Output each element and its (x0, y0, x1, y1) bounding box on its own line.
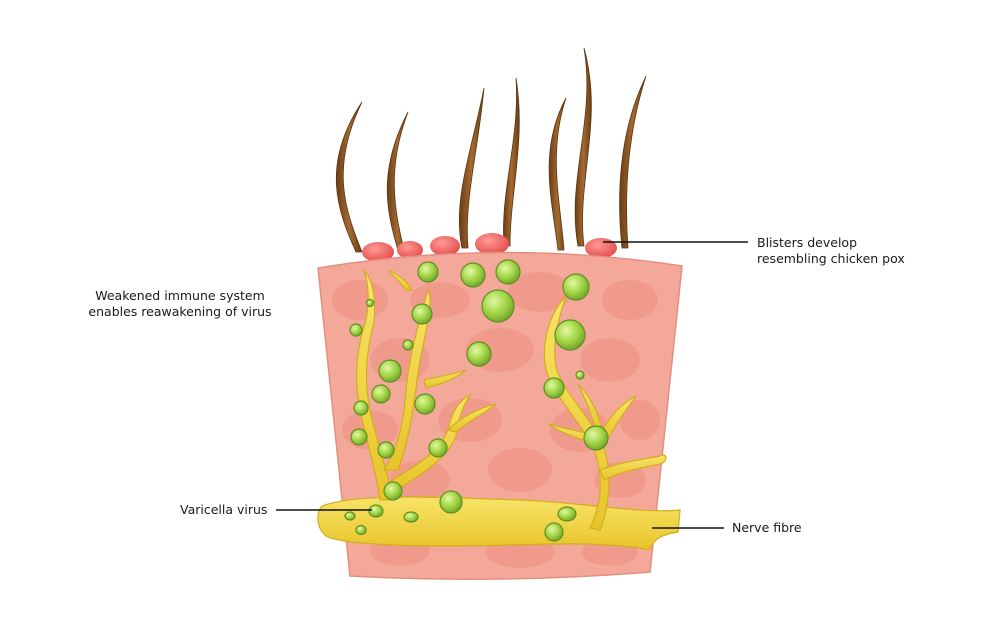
immune-label-line1: Weakened immune system (95, 288, 265, 303)
immune-label-line2: enables reawakening of virus (88, 304, 272, 319)
virus-particle (428, 438, 448, 458)
virus-particle (544, 522, 564, 542)
nerve-fibre-label: Nerve fibre (732, 520, 802, 535)
virus-particle (383, 481, 403, 501)
virus-particle (344, 511, 356, 521)
immune-system-label: Weakened immune system enables reawakeni… (80, 288, 280, 320)
virus-particle (378, 359, 402, 383)
virus-particle (411, 303, 433, 325)
nerve-branch (446, 403, 497, 433)
virus-particle (466, 341, 492, 367)
virus-particle (439, 490, 463, 514)
virus-particle (403, 511, 419, 523)
blister (475, 233, 509, 255)
virus-particle (460, 262, 486, 288)
hair-icon (503, 77, 520, 247)
blisters (362, 233, 617, 262)
nerve-branch (423, 369, 467, 389)
virus-particle (495, 259, 521, 285)
virus-particle (353, 400, 369, 416)
virus-particle (575, 370, 585, 380)
virus-particles (344, 259, 609, 542)
virus-particle (368, 504, 384, 518)
virus-particle (557, 506, 577, 522)
nerve-branch (599, 454, 667, 481)
hairs (335, 47, 647, 253)
nerve-fibre (317, 496, 681, 550)
virus-particle (350, 428, 368, 446)
virus-particle (355, 524, 367, 536)
hair-icon (548, 97, 567, 251)
virus-particle (377, 441, 395, 459)
blisters-label-line2: resembling chicken pox (757, 251, 905, 266)
virus-particle (371, 384, 391, 404)
virus-particle (365, 298, 375, 308)
blister (362, 242, 394, 262)
nerve (317, 269, 681, 550)
hair-icon (458, 87, 485, 249)
blisters-label: Blisters develop resembling chicken pox (757, 235, 905, 267)
virus-particle (481, 289, 515, 323)
virus-particle (543, 377, 565, 399)
hair-icon (619, 75, 647, 249)
nerve-branch (382, 288, 431, 471)
virus-particle (349, 323, 363, 337)
hair-icon (386, 111, 409, 251)
blister (430, 236, 460, 256)
hair-icon (335, 101, 363, 253)
leader-lines (276, 241, 748, 529)
hair-icon (574, 47, 592, 247)
nerve-branch (387, 269, 414, 291)
blister (585, 238, 617, 258)
virus-particle (402, 339, 414, 351)
nerve-branch (577, 383, 603, 431)
nerve-branch (597, 395, 637, 443)
blisters-label-line1: Blisters develop (757, 235, 858, 250)
virus-particle (562, 273, 590, 301)
varicella-virus-label: Varicella virus (180, 502, 268, 517)
blister (397, 241, 423, 259)
virus-particle (583, 425, 609, 451)
virus-particle (417, 261, 439, 283)
virus-particle (414, 393, 436, 415)
virus-particle (554, 319, 586, 351)
